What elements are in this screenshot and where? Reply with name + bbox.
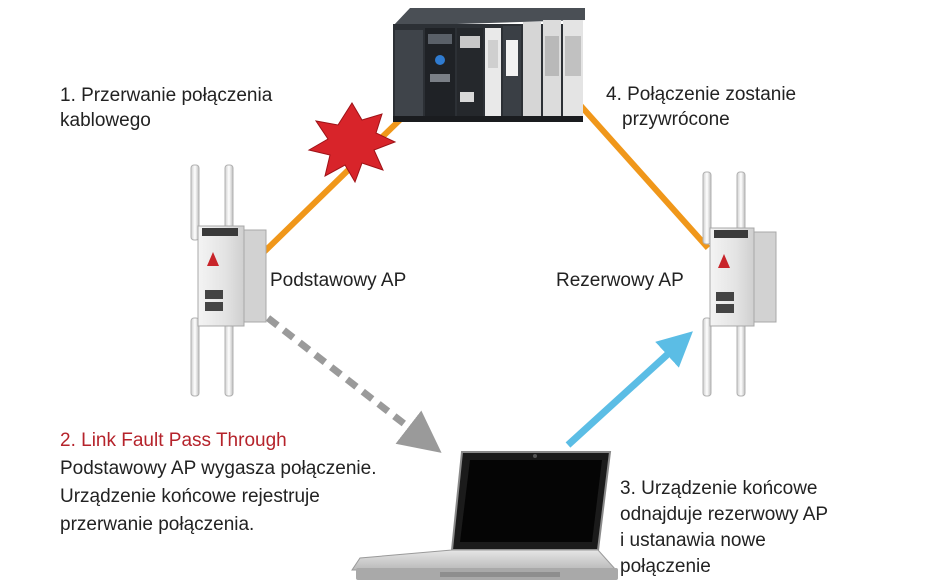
broken-wireless-link	[265, 315, 442, 453]
step2-title: 2. Link Fault Pass Through	[60, 430, 287, 451]
step1-label-line2: kablowego	[60, 110, 151, 131]
plc-rack-icon	[393, 8, 585, 122]
step3-line3: i ustanawia nowe	[620, 530, 766, 551]
step3-line2: odnajduje rezerwowy AP	[620, 504, 829, 525]
wireless-access-point-icon-primary	[190, 164, 267, 397]
new-wireless-link	[565, 331, 693, 448]
step2-line1: Podstawowy AP wygasza połączenie.	[60, 458, 377, 479]
step3-line1: 3. Urządzenie końcowe	[620, 478, 818, 499]
step4-label-line2: przywrócone	[622, 109, 730, 130]
step4-label-line1: 4. Połączenie zostanie	[606, 84, 797, 105]
wired-link-backup	[569, 93, 711, 251]
laptop-icon	[351, 451, 618, 580]
primary-ap-label: Podstawowy AP	[270, 270, 407, 291]
step1-label-line1: 1. Przerwanie połączenia	[60, 85, 273, 106]
explosion-burst-icon	[307, 102, 397, 184]
step2-line2: Urządzenie końcowe rejestruje	[60, 486, 320, 507]
step3-line4: połączenie	[620, 556, 711, 577]
backup-ap-label: Rezerwowy AP	[556, 270, 684, 291]
wireless-access-point-icon-backup	[702, 171, 777, 397]
wired-link-primary	[261, 107, 413, 255]
step2-line3: przerwanie połączenia.	[60, 514, 255, 535]
